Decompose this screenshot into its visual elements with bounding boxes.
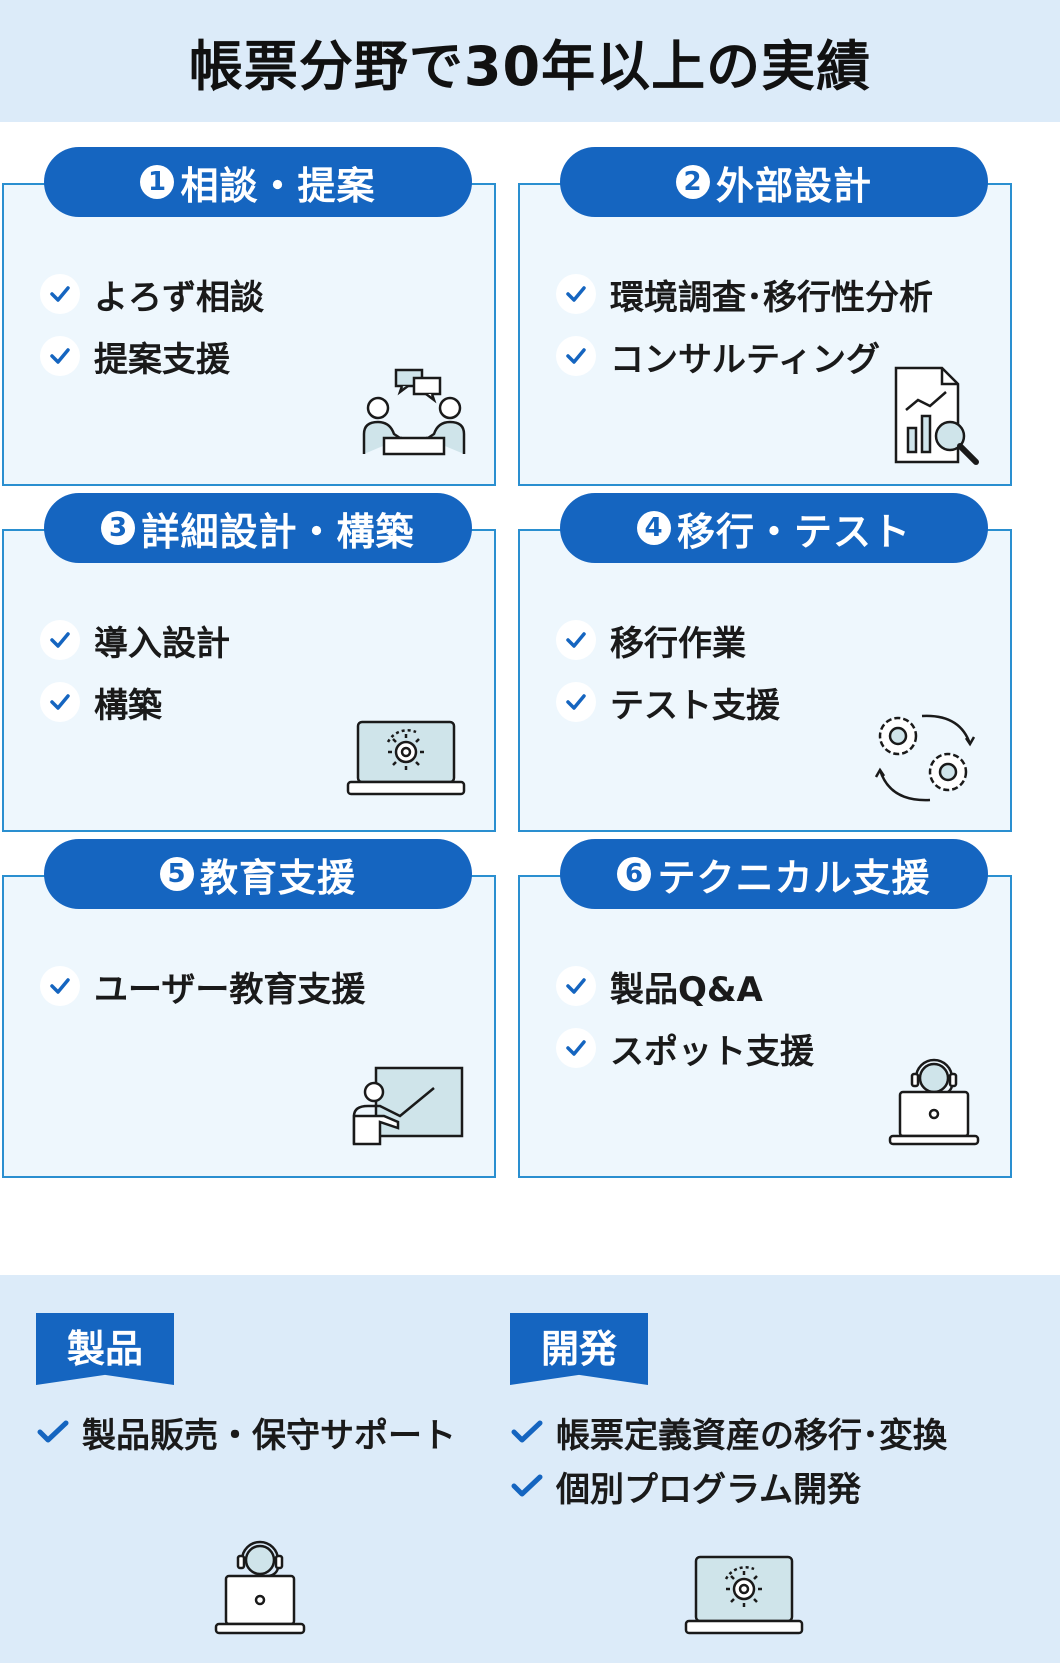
card-header: 2 外部設計	[560, 147, 988, 217]
product-item-list: 製品販売・保守サポート	[36, 1405, 456, 1459]
check-icon	[556, 682, 596, 722]
number-badge: 1	[140, 165, 175, 199]
card-item-list: 移行作業 テスト支援	[556, 609, 780, 733]
list-item: スポット支援	[556, 1017, 814, 1079]
number-badge: 6	[617, 857, 652, 891]
development-ribbon: 開発	[510, 1313, 648, 1385]
list-item: 導入設計	[40, 609, 230, 671]
list-item: テスト支援	[556, 671, 780, 733]
report-analysis-icon	[892, 366, 982, 470]
card-header: 4 移行・テスト	[560, 493, 988, 563]
card-item-list: 製品Q&A スポット支援	[556, 955, 814, 1079]
card-header: 1 相談・提案	[44, 147, 472, 217]
check-icon	[511, 1474, 543, 1497]
card-item-list: ユーザー教育支援	[40, 955, 365, 1017]
service-card-detailed-design: 3 詳細設計・構築 導入設計 構築	[2, 493, 496, 832]
support-operator-icon	[212, 1532, 308, 1642]
number-badge: 5	[159, 857, 194, 891]
card-header: 6 テクニカル支援	[560, 839, 988, 909]
page-title: 帳票分野で30年以上の実績	[188, 34, 872, 98]
number-badge: 4	[636, 511, 671, 545]
check-icon	[40, 620, 80, 660]
service-card-technical-support: 6 テクニカル支援 製品Q&A スポット支援	[518, 839, 1012, 1178]
number-badge: 3	[101, 511, 136, 545]
list-item: 製品販売・保守サポート	[36, 1405, 456, 1459]
card-header: 5 教育支援	[44, 839, 472, 909]
meeting-icon	[362, 368, 466, 462]
number-badge: 2	[675, 165, 710, 199]
check-icon	[556, 274, 596, 314]
card-title: 移行・テスト	[676, 509, 911, 554]
development-item-list: 帳票定義資産の移行･変換 個別プログラム開発	[510, 1405, 947, 1513]
support-operator-icon	[886, 1052, 982, 1152]
list-item: 個別プログラム開発	[510, 1459, 947, 1513]
title-band: 帳票分野で30年以上の実績	[0, 0, 1060, 122]
service-card-education: 5 教育支援 ユーザー教育支援	[2, 839, 496, 1178]
laptop-gear-icon	[346, 720, 466, 802]
check-icon	[556, 620, 596, 660]
card-item-list: 環境調査･移行性分析 コンサルティング	[556, 263, 933, 387]
service-card-consultation: 1 相談・提案 よろず相談 提案支援	[2, 147, 496, 486]
list-item: よろず相談	[40, 263, 264, 325]
check-icon	[37, 1420, 69, 1443]
laptop-gear-icon	[684, 1555, 804, 1641]
list-item: 構築	[40, 671, 230, 733]
check-icon	[40, 274, 80, 314]
service-card-migration-test: 4 移行・テスト 移行作業 テスト支援	[518, 493, 1012, 832]
card-title: テクニカル支援	[657, 855, 931, 900]
check-icon	[40, 966, 80, 1006]
gears-cycle-icon	[870, 706, 982, 810]
card-title: 詳細設計・構築	[141, 509, 415, 554]
check-icon	[556, 966, 596, 1006]
card-item-list: 導入設計 構築	[40, 609, 230, 733]
check-icon	[556, 336, 596, 376]
card-title: 教育支援	[199, 855, 356, 900]
check-icon	[40, 682, 80, 722]
card-item-list: よろず相談 提案支援	[40, 263, 264, 387]
bottom-band: 製品 製品販売・保守サポート 開発 帳票定義資産の移行･変換 個別プログラム開発	[0, 1275, 1060, 1663]
list-item: コンサルティング	[556, 325, 933, 387]
service-card-external-design: 2 外部設計 環境調査･移行性分析 コンサルティング	[518, 147, 1012, 486]
list-item: 移行作業	[556, 609, 780, 671]
ribbon-label: 開発	[540, 1326, 617, 1371]
card-title: 相談・提案	[180, 163, 376, 208]
check-icon	[511, 1420, 543, 1443]
teacher-board-icon	[350, 1066, 466, 1150]
list-item: 提案支援	[40, 325, 264, 387]
product-ribbon: 製品	[36, 1313, 174, 1385]
list-item: ユーザー教育支援	[40, 955, 365, 1017]
list-item: 環境調査･移行性分析	[556, 263, 933, 325]
card-title: 外部設計	[715, 163, 872, 208]
ribbon-label: 製品	[66, 1326, 143, 1371]
card-header: 3 詳細設計・構築	[44, 493, 472, 563]
check-icon	[556, 1028, 596, 1068]
list-item: 製品Q&A	[556, 955, 814, 1017]
list-item: 帳票定義資産の移行･変換	[510, 1405, 947, 1459]
check-icon	[40, 336, 80, 376]
